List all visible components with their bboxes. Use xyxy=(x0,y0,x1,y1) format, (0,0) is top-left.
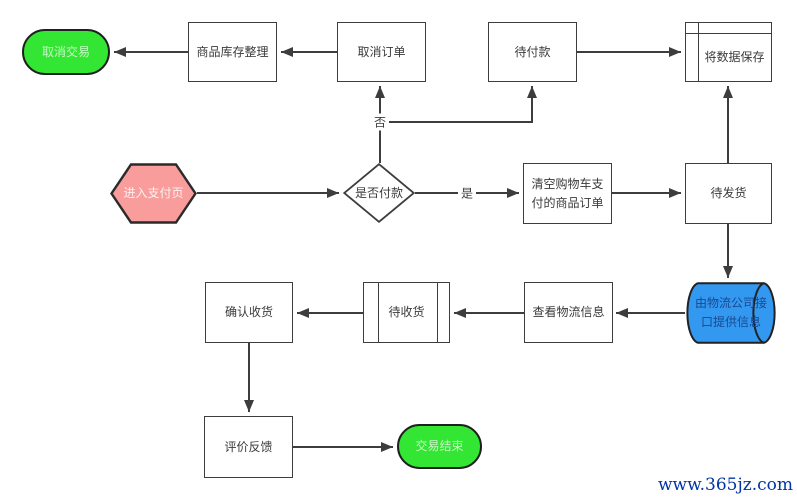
node-feedback-label: 评价反馈 xyxy=(224,439,273,454)
node-trade-end: 交易结束 xyxy=(397,424,482,469)
edge-label-no: 否 xyxy=(370,113,390,131)
node-view-logistics: 查看物流信息 xyxy=(524,282,613,343)
node-save-data: 将数据保存 xyxy=(685,22,772,82)
node-clear-cart: 清空购物车支付的商品订单 xyxy=(523,163,612,224)
node-to-receive-label: 待收货 xyxy=(388,305,425,320)
node-view-logistics-label: 查看物流信息 xyxy=(532,305,605,320)
node-inventory: 商品库存整理 xyxy=(188,22,277,82)
node-cancel-order-label: 取消订单 xyxy=(357,44,406,59)
edge-label-yes: 是 xyxy=(457,184,477,202)
node-confirm-receipt: 确认收货 xyxy=(205,282,293,343)
node-cancel-order: 取消订单 xyxy=(337,22,426,82)
watermark-link[interactable]: www.365jz.com xyxy=(658,475,793,495)
node-feedback: 评价反馈 xyxy=(204,416,293,478)
node-save-data-label: 将数据保存 xyxy=(704,49,765,64)
node-enter-payment-label: 进入支付页 xyxy=(123,186,184,201)
node-pay-decision-label: 是否付款 xyxy=(354,185,403,200)
node-pending-payment-label: 待付款 xyxy=(514,44,551,59)
node-to-ship: 待发货 xyxy=(685,163,772,224)
node-confirm-receipt-label: 确认收货 xyxy=(224,305,273,320)
node-trade-end-label: 交易结束 xyxy=(415,439,464,454)
diamond-shape xyxy=(343,163,415,223)
node-to-receive: 待收货 xyxy=(363,282,450,343)
hexagon-shape xyxy=(110,163,197,224)
node-enter-payment: 进入支付页 xyxy=(110,163,197,224)
node-logistics-api: 由物流公司接口提供信息 xyxy=(685,282,777,344)
node-cancel-trade: 取消交易 xyxy=(22,29,110,75)
node-cancel-trade-label: 取消交易 xyxy=(41,44,90,59)
node-pay-decision: 是否付款 xyxy=(343,163,415,223)
stored-data-shape xyxy=(686,282,776,344)
node-pending-payment: 待付款 xyxy=(488,22,577,82)
node-inventory-label: 商品库存整理 xyxy=(196,44,269,59)
edge-decision-no-to-pending-payment xyxy=(380,86,537,123)
node-logistics-api-label: 由物流公司接口提供信息 xyxy=(694,296,767,329)
node-clear-cart-label: 清空购物车支付的商品订单 xyxy=(531,176,604,210)
node-to-ship-label: 待发货 xyxy=(710,186,747,201)
